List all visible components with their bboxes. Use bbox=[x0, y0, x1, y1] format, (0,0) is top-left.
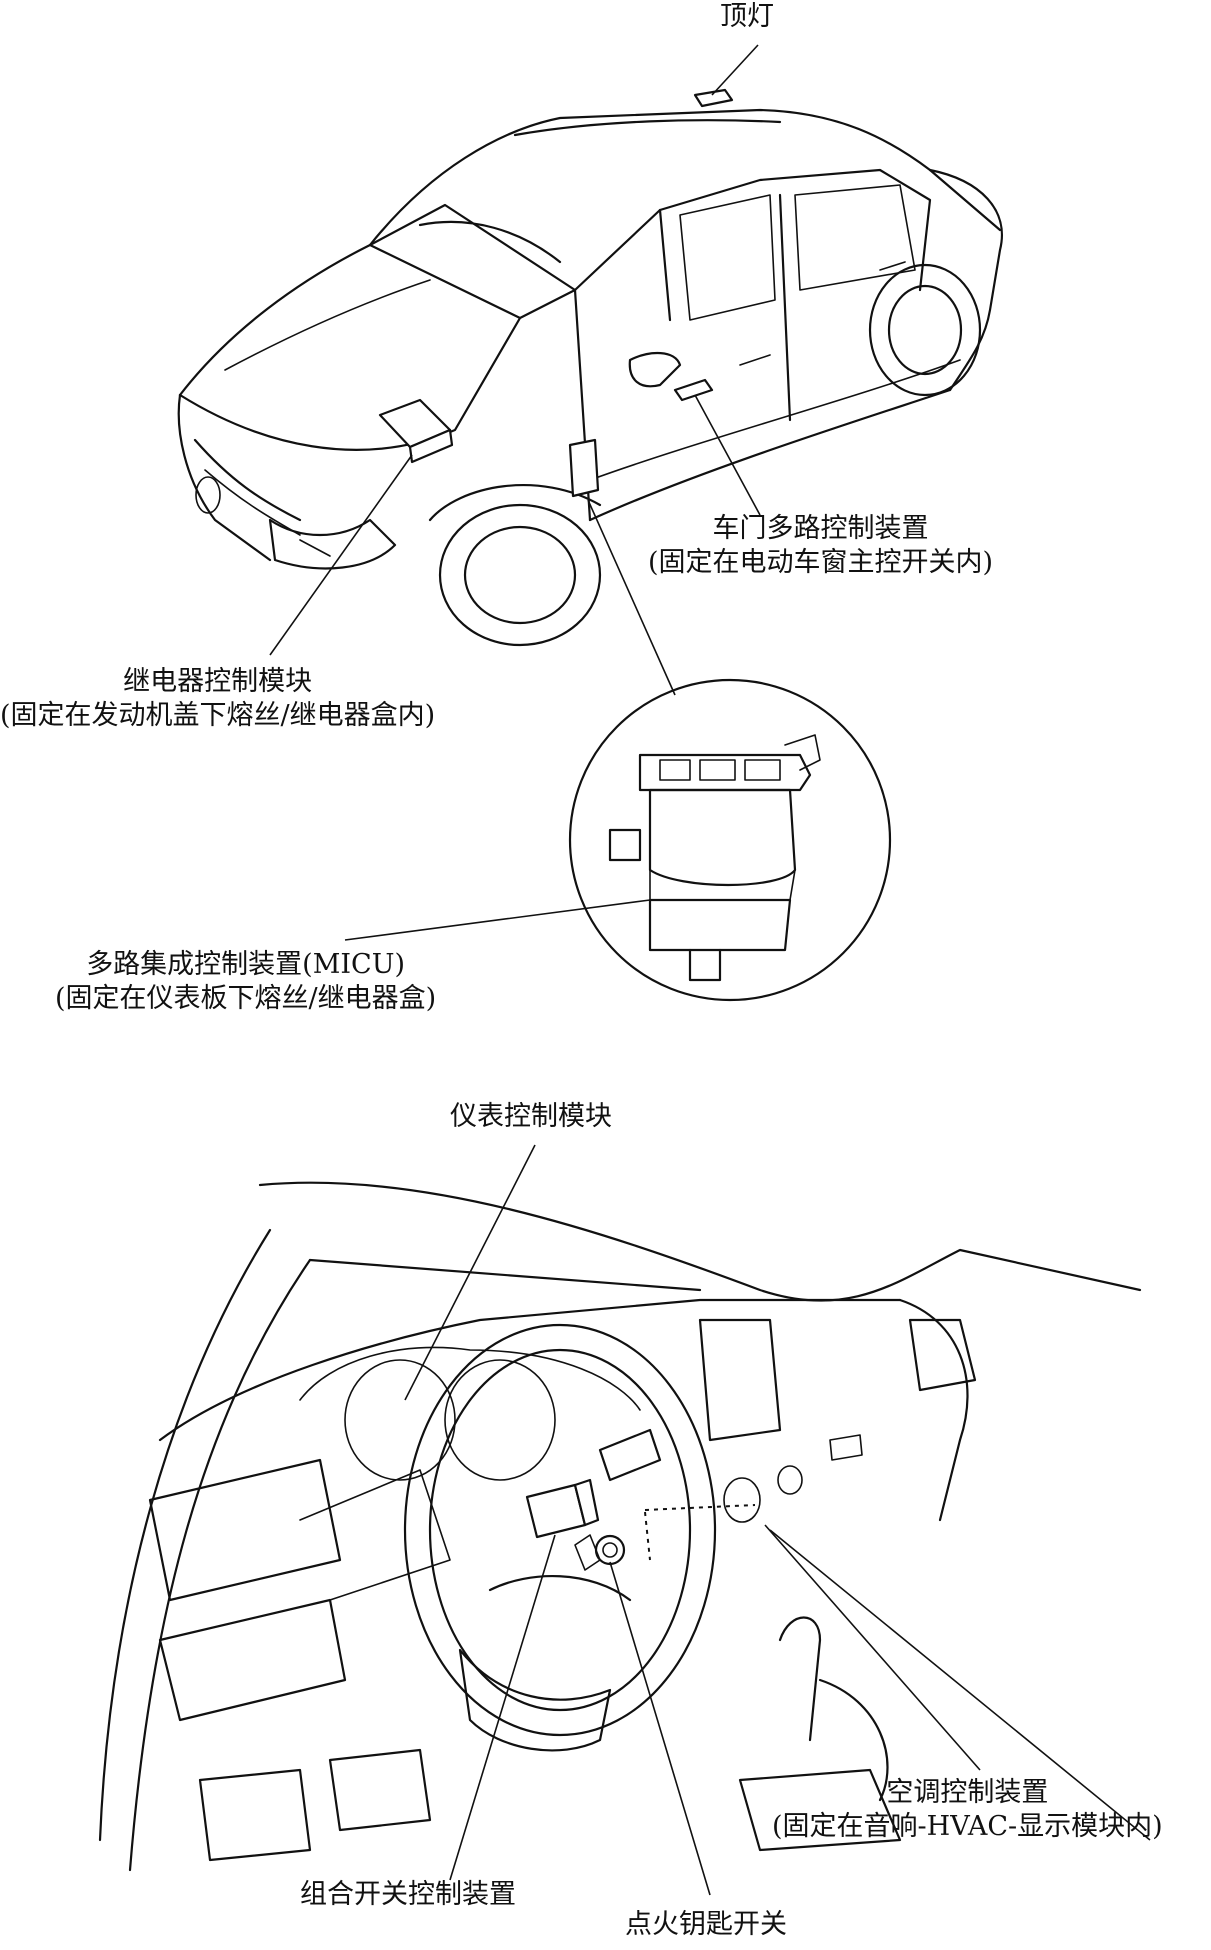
micu-title: 多路集成控制装置(MICU) bbox=[86, 949, 405, 980]
leader-combo-switch bbox=[449, 1534, 556, 1881]
leader-climate-2 bbox=[769, 1529, 1151, 1841]
leader-gauge-module bbox=[404, 1144, 536, 1401]
door-mux-note: (固定在电动车窗主控开关内) bbox=[648, 547, 994, 578]
climate-note: (固定在音响-HVAC-显示模块内) bbox=[772, 1811, 1163, 1842]
label-combo-switch: 组合开关控制装置 bbox=[300, 1878, 516, 1912]
relay-module-title: 继电器控制模块 bbox=[123, 666, 313, 697]
label-relay-module: 继电器控制模块 (固定在发动机盖下熔丝/继电器盒内) bbox=[0, 665, 435, 733]
leader-climate bbox=[764, 1524, 981, 1771]
climate-title: 空调控制装置 bbox=[886, 1777, 1049, 1808]
leader-door-mux bbox=[694, 394, 761, 516]
gauge-module-text: 仪表控制模块 bbox=[450, 1101, 612, 1132]
leader-micu bbox=[587, 499, 676, 696]
label-micu: 多路集成控制装置(MICU) (固定在仪表板下熔丝/继电器盒) bbox=[55, 948, 436, 1016]
relay-module-note: (固定在发动机盖下熔丝/继电器盒内) bbox=[0, 700, 436, 731]
micu-note: (固定在仪表板下熔丝/继电器盒) bbox=[55, 983, 437, 1014]
label-climate: 空调控制装置 (固定在音响-HVAC-显示模块内) bbox=[772, 1776, 1163, 1844]
dashboard-interior-drawing bbox=[98, 1181, 1142, 1872]
micu-detail-inset bbox=[568, 678, 892, 1002]
label-door-mux: 车门多路控制装置 (固定在电动车窗主控开关内) bbox=[648, 512, 993, 580]
roof-light-text: 顶灯 bbox=[720, 1, 774, 32]
label-ignition-switch: 点火钥匙开关 bbox=[625, 1908, 787, 1942]
leader-roof-light bbox=[711, 44, 759, 96]
door-mux-title: 车门多路控制装置 bbox=[712, 513, 929, 544]
label-gauge-module: 仪表控制模块 bbox=[450, 1100, 612, 1134]
label-roof-light: 顶灯 bbox=[720, 0, 774, 34]
leader-micu-detail bbox=[344, 899, 651, 941]
leader-ignition bbox=[609, 1561, 711, 1896]
combo-switch-text: 组合开关控制装置 bbox=[300, 1879, 516, 1910]
ignition-switch-text: 点火钥匙开关 bbox=[625, 1909, 787, 1940]
leader-relay-module bbox=[269, 454, 413, 656]
